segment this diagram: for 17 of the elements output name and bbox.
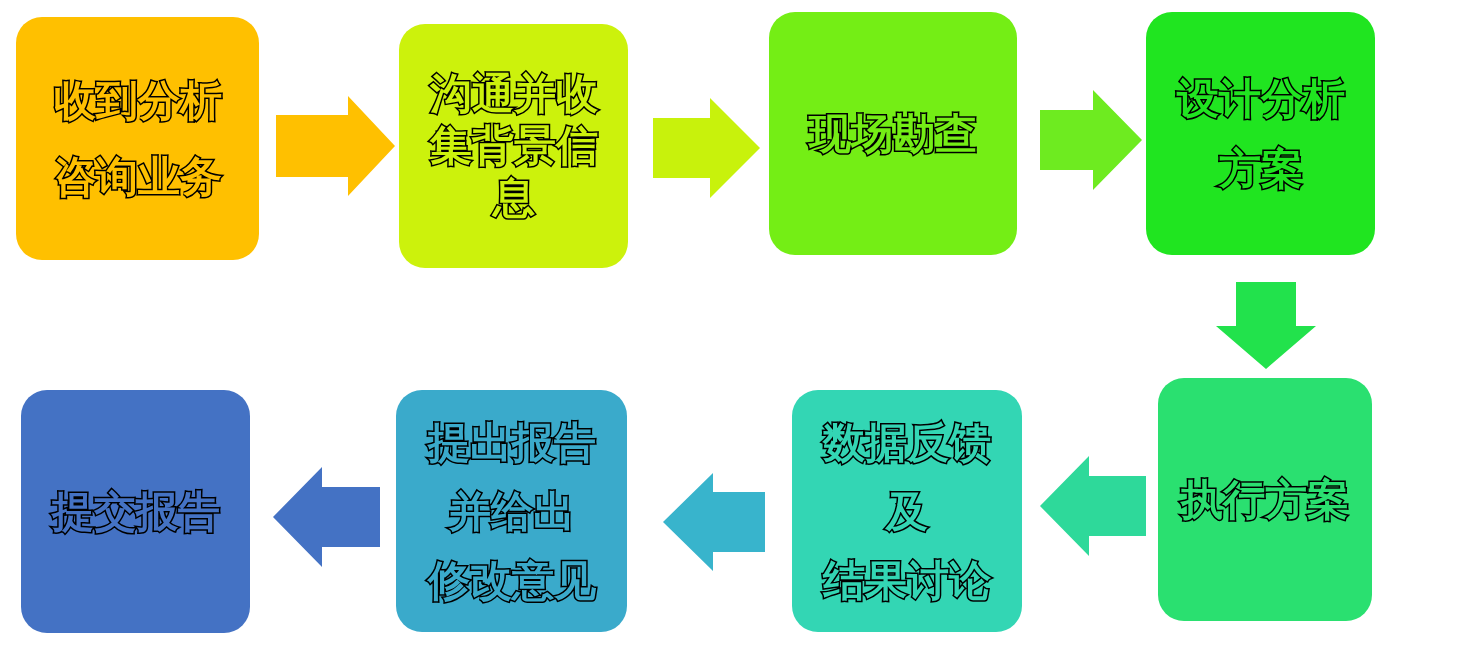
step-label: 收到分析咨询业务 [53,74,222,203]
step-box [769,12,1017,255]
block-arrow [276,96,395,196]
step-box [1158,378,1372,621]
block-arrow [663,473,765,571]
block-arrow [1040,90,1142,190]
step-box [16,17,259,260]
block-arrow [1216,282,1316,369]
step-box [396,390,627,632]
step-box [21,390,250,633]
step-box [1146,12,1375,255]
block-arrow [273,467,380,567]
block-arrow [653,98,760,198]
step-label: 设计分析方案 [1176,72,1345,195]
block-arrow [1040,456,1146,556]
step-box [399,24,628,268]
step-box [792,390,1022,632]
